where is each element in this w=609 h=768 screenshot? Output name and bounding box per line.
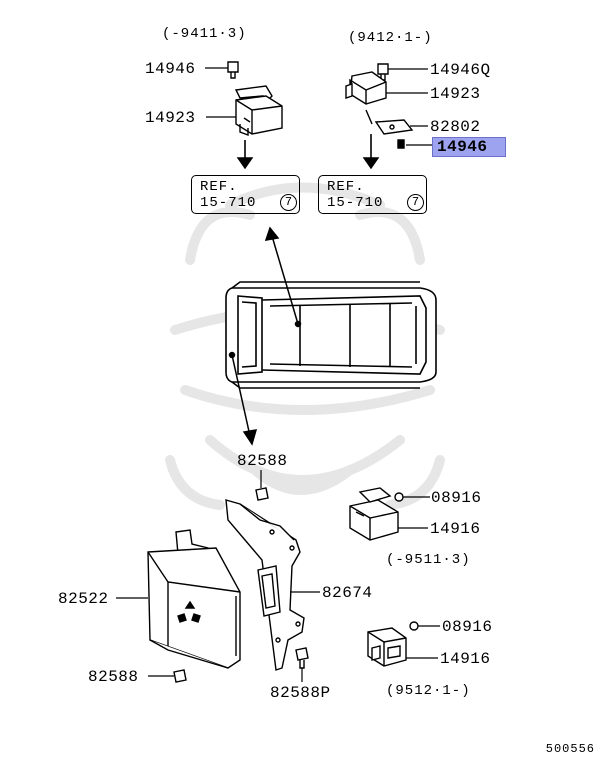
ref-box-left-line1: REF. bbox=[200, 179, 238, 195]
vehicle-top-view bbox=[225, 281, 437, 389]
relay-14916-bottom bbox=[367, 621, 419, 667]
ref-box-left-line2: 15-710 bbox=[200, 195, 257, 211]
part-label-08916-top[interactable]: 08916 bbox=[431, 489, 482, 507]
range-label-top-left: (-9411·3) bbox=[162, 26, 247, 42]
range-label-mid-right: (-9511·3) bbox=[386, 552, 471, 568]
ref-box-right-line2: 15-710 bbox=[327, 195, 384, 211]
diagram-code: 500556 bbox=[545, 742, 595, 756]
range-label-top-right: (9412·1-) bbox=[348, 30, 433, 46]
ref-box-right-line1: REF. bbox=[327, 179, 365, 195]
part-label-14946-left[interactable]: 14946 bbox=[145, 60, 196, 78]
part-label-08916-bottom[interactable]: 08916 bbox=[442, 618, 493, 636]
part-label-14916-bottom[interactable]: 14916 bbox=[440, 650, 491, 668]
bracket-82674 bbox=[225, 487, 309, 671]
part-label-82674[interactable]: 82674 bbox=[322, 584, 373, 602]
ecu-82522 bbox=[147, 529, 241, 683]
ref-box-left-circle-number: 7 bbox=[280, 194, 297, 211]
sensor-14923-left bbox=[227, 61, 283, 170]
ref-box-right[interactable]: REF. 15-710 7 bbox=[318, 175, 427, 214]
sensor-14923-right bbox=[345, 63, 414, 170]
relay-14916-top bbox=[349, 487, 404, 541]
range-label-bottom-right: (9512·1-) bbox=[386, 683, 471, 699]
part-label-82802[interactable]: 82802 bbox=[430, 118, 481, 136]
ref-box-right-circle-number: 7 bbox=[407, 194, 424, 211]
locator-arrows bbox=[228, 226, 302, 446]
part-label-14946-highlight[interactable]: 14946 bbox=[432, 137, 506, 157]
part-label-82588-bottom[interactable]: 82588 bbox=[88, 668, 139, 686]
part-label-82588p[interactable]: 82588P bbox=[270, 684, 331, 702]
ref-box-left[interactable]: REF. 15-710 7 bbox=[191, 175, 300, 214]
part-label-82588-top[interactable]: 82588 bbox=[237, 452, 288, 470]
part-label-14916-top[interactable]: 14916 bbox=[430, 520, 481, 538]
part-label-14923-left[interactable]: 14923 bbox=[145, 109, 196, 127]
part-label-14923-right[interactable]: 14923 bbox=[430, 85, 481, 103]
part-label-14946q[interactable]: 14946Q bbox=[430, 61, 491, 79]
part-label-82522[interactable]: 82522 bbox=[58, 590, 109, 608]
